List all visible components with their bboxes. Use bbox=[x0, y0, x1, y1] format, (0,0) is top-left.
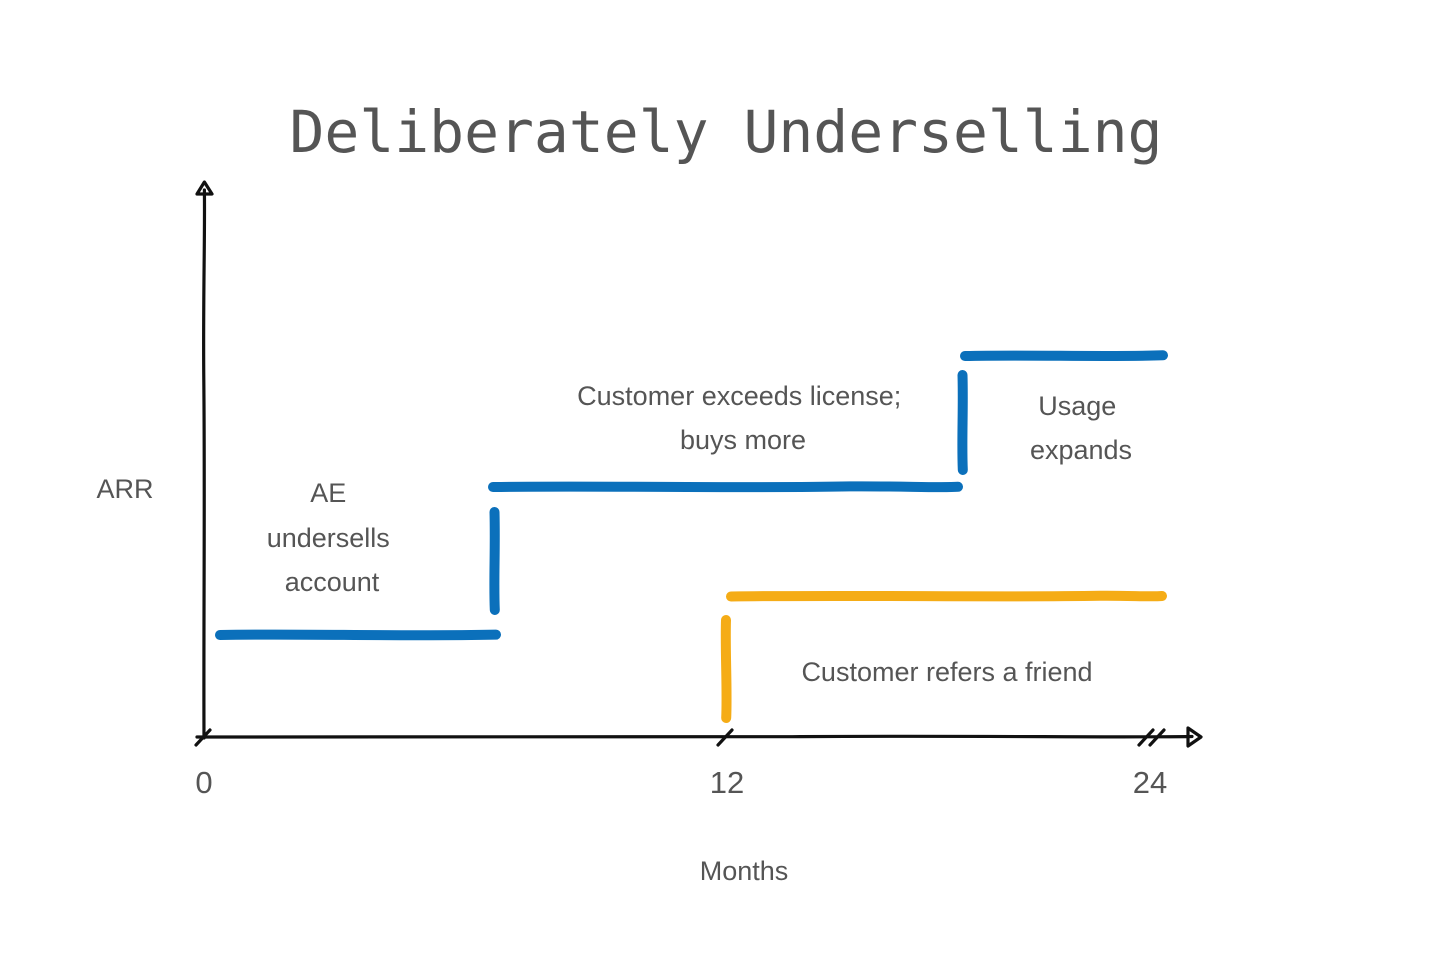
refer-annotation: Customer refers a friend bbox=[801, 657, 1092, 687]
undersell-annotation: AE undersells account bbox=[267, 478, 398, 597]
x-tick-label-24: 24 bbox=[1133, 765, 1167, 800]
exceeds-line-2: buys more bbox=[680, 425, 806, 455]
usage-line-2: expands bbox=[1030, 435, 1132, 465]
x-tick-mark-12 bbox=[716, 728, 734, 747]
x-tick-label-0: 0 bbox=[195, 765, 212, 800]
usage-line-1: Usage bbox=[1038, 391, 1116, 421]
y-axis-arrowhead bbox=[195, 180, 214, 196]
undersell-line-2: undersells bbox=[267, 523, 390, 553]
y-axis-label: ARR bbox=[96, 474, 153, 504]
undersell-line-1: AE bbox=[310, 478, 346, 508]
yellow-step-riser bbox=[720, 615, 732, 723]
x-tick-mark-24a bbox=[1137, 728, 1155, 747]
undersell-line-3: account bbox=[285, 567, 380, 597]
x-axis-label: Months bbox=[700, 856, 789, 886]
diagram-title: Deliberately Underselling bbox=[290, 98, 1163, 166]
x-axis-arrowhead bbox=[1186, 726, 1203, 748]
usage-annotation: Usage expands bbox=[1030, 391, 1132, 465]
x-tick-label-12: 12 bbox=[710, 765, 744, 800]
blue-step-top bbox=[960, 350, 1168, 362]
x-tick-mark-0 bbox=[194, 728, 212, 747]
x-tick-mark-24b bbox=[1148, 728, 1166, 747]
y-axis-line bbox=[202, 188, 207, 740]
yellow-step-line bbox=[726, 590, 1167, 602]
exceeds-annotation: Customer exceeds license; buys more bbox=[577, 381, 909, 455]
blue-step-middle bbox=[488, 481, 963, 493]
exceeds-line-1: Customer exceeds license; bbox=[577, 381, 901, 411]
blue-step-initial bbox=[215, 629, 501, 641]
x-axis-line bbox=[195, 734, 1194, 739]
